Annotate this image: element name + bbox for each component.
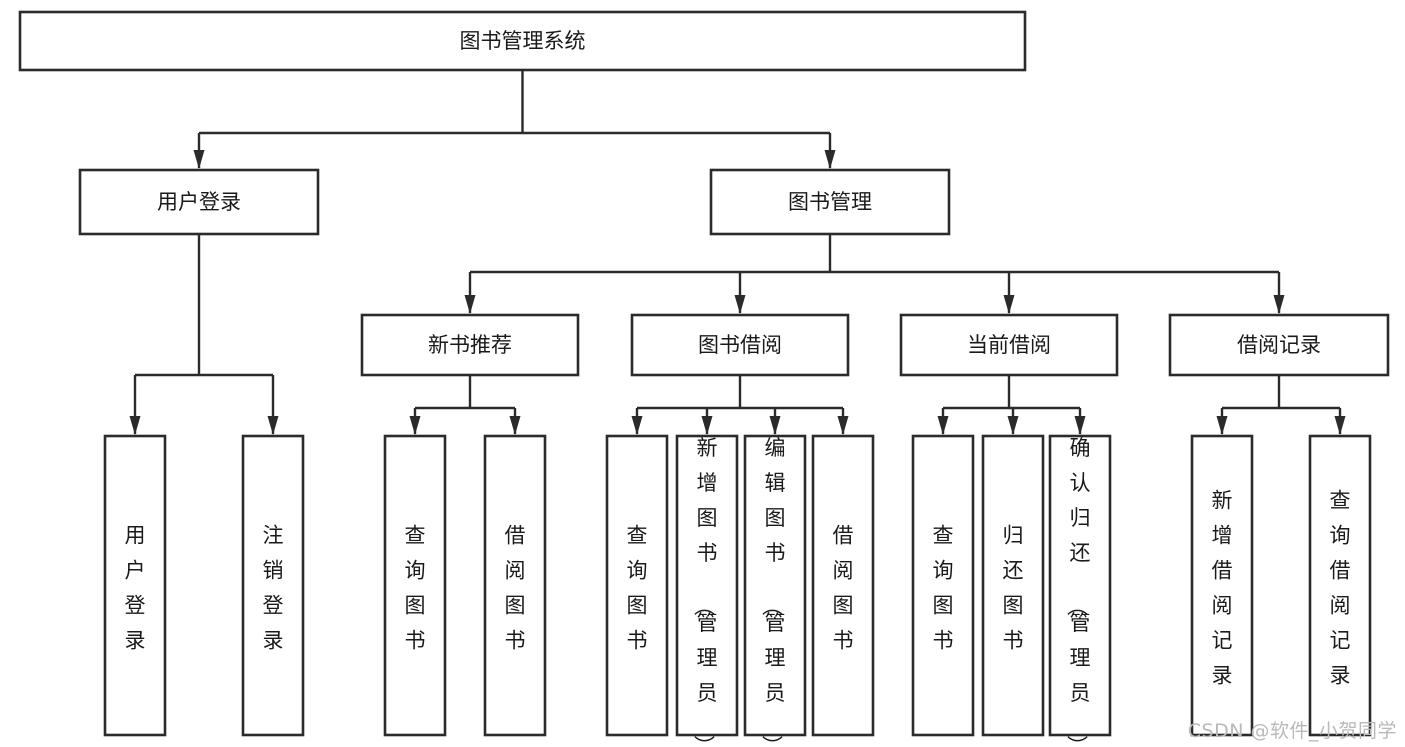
connector-layer xyxy=(129,70,1346,435)
node-leaf-5[interactable]: 新增图书（管理员） xyxy=(675,434,739,747)
arrow-head-icon xyxy=(1216,416,1228,435)
node-level3-2[interactable]: 当前借阅 xyxy=(899,313,1119,377)
node-label: 查询图书 xyxy=(933,524,954,653)
node-box[interactable] xyxy=(483,434,547,737)
node-box[interactable] xyxy=(103,434,167,737)
node-layer: 图书管理系统用户登录图书管理新书推荐图书借阅当前借阅借阅记录用户登录注销登录查询… xyxy=(18,10,1390,747)
arrow-head-icon xyxy=(837,416,849,435)
arrow-head-icon xyxy=(129,416,141,435)
arrow-head-icon xyxy=(409,416,421,435)
arrow-head-icon xyxy=(1074,416,1086,435)
node-box[interactable] xyxy=(241,434,305,737)
node-box[interactable] xyxy=(709,168,951,236)
node-label: 新书推荐 xyxy=(428,333,512,357)
node-box[interactable] xyxy=(675,434,739,737)
node-label: 确认归还（管理员） xyxy=(1065,436,1091,747)
node-box[interactable] xyxy=(605,434,669,737)
node-leaf-4[interactable]: 查询图书 xyxy=(605,434,669,737)
node-box[interactable] xyxy=(811,434,875,737)
node-leaf-6[interactable]: 编辑图书（管理员） xyxy=(743,434,807,747)
node-label: 新增图书（管理员） xyxy=(692,436,718,747)
node-label: 归还图书 xyxy=(1003,524,1024,653)
node-leaf-10[interactable]: 确认归还（管理员） xyxy=(1048,434,1112,747)
node-box[interactable] xyxy=(1048,434,1112,737)
arrow-head-icon xyxy=(464,295,476,314)
node-level3-1[interactable]: 图书借阅 xyxy=(630,313,850,377)
node-leaf-0[interactable]: 用户登录 xyxy=(103,434,167,737)
node-level3-0[interactable]: 新书推荐 xyxy=(360,313,580,377)
arrow-head-icon xyxy=(937,416,949,435)
arrow-head-icon xyxy=(701,416,713,435)
arrow-head-icon xyxy=(193,150,205,169)
watermark-text: CSDN @软件_小贺同学 xyxy=(1187,720,1397,742)
node-label: 查询图书 xyxy=(405,524,426,653)
node-label: 借阅图书 xyxy=(505,524,526,653)
node-box[interactable] xyxy=(743,434,807,737)
node-leaf-3[interactable]: 借阅图书 xyxy=(483,434,547,737)
arrow-head-icon xyxy=(1007,416,1019,435)
node-box[interactable] xyxy=(18,10,1027,72)
node-label: 图书借阅 xyxy=(698,333,782,357)
arrow-head-icon xyxy=(1334,416,1346,435)
node-box[interactable] xyxy=(383,434,447,737)
node-leaf-11[interactable]: 新增借阅记录 xyxy=(1190,434,1254,737)
node-label: 查询图书 xyxy=(627,524,648,653)
node-label: 用户登录 xyxy=(157,190,241,214)
node-leaf-2[interactable]: 查询图书 xyxy=(383,434,447,737)
arrow-head-icon xyxy=(1003,295,1015,314)
node-box[interactable] xyxy=(1308,434,1372,737)
node-label: 新增借阅记录 xyxy=(1212,489,1233,688)
node-leaf-9[interactable]: 归还图书 xyxy=(981,434,1045,737)
node-leaf-8[interactable]: 查询图书 xyxy=(911,434,975,737)
arrow-head-icon xyxy=(509,416,521,435)
node-box[interactable] xyxy=(911,434,975,737)
node-label: 注销登录 xyxy=(263,524,284,653)
node-root-0[interactable]: 图书管理系统 xyxy=(18,10,1027,72)
node-box[interactable] xyxy=(1190,434,1254,737)
arrow-head-icon xyxy=(824,150,836,169)
node-label: 图书管理系统 xyxy=(460,29,586,53)
node-label: 查询借阅记录 xyxy=(1330,489,1351,688)
node-label: 编辑图书（管理员） xyxy=(760,436,786,747)
node-box[interactable] xyxy=(1168,313,1390,377)
arrow-head-icon xyxy=(267,416,279,435)
arrow-head-icon xyxy=(631,416,643,435)
arrow-head-icon xyxy=(769,416,781,435)
node-label: 借阅记录 xyxy=(1237,333,1321,357)
node-leaf-12[interactable]: 查询借阅记录 xyxy=(1308,434,1372,737)
node-label: 图书管理 xyxy=(788,190,872,214)
node-label: 当前借阅 xyxy=(967,333,1051,357)
node-level2-0[interactable]: 用户登录 xyxy=(78,168,320,236)
node-leaf-7[interactable]: 借阅图书 xyxy=(811,434,875,737)
node-level3-3[interactable]: 借阅记录 xyxy=(1168,313,1390,377)
node-leaf-1[interactable]: 注销登录 xyxy=(241,434,305,737)
arrow-head-icon xyxy=(734,295,746,314)
node-label: 借阅图书 xyxy=(833,524,854,653)
node-box[interactable] xyxy=(360,313,580,377)
node-label: 用户登录 xyxy=(125,524,146,653)
node-box[interactable] xyxy=(899,313,1119,377)
node-box[interactable] xyxy=(78,168,320,236)
node-level2-1[interactable]: 图书管理 xyxy=(709,168,951,236)
node-box[interactable] xyxy=(630,313,850,377)
node-box[interactable] xyxy=(981,434,1045,737)
arrow-head-icon xyxy=(1273,295,1285,314)
